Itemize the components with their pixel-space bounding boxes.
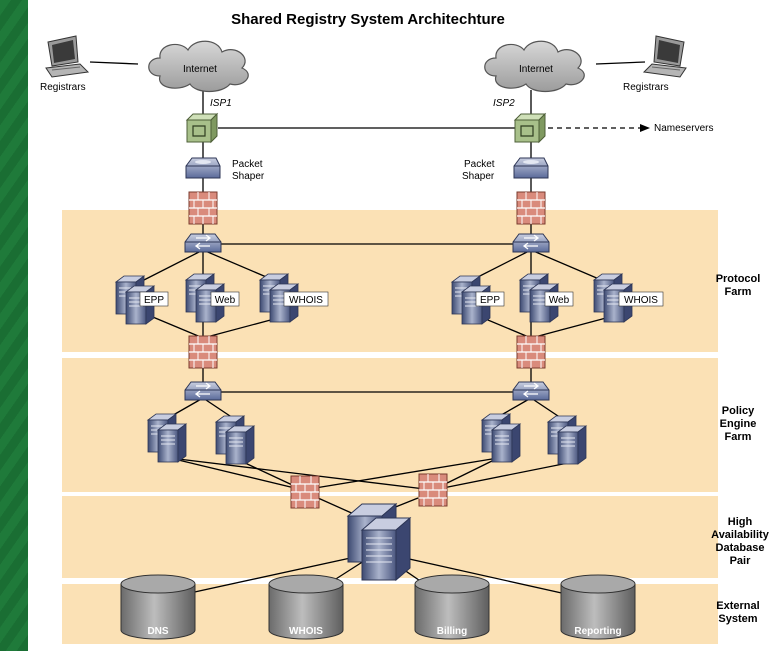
tier-database-label-1: High <box>728 516 753 528</box>
architecture-diagram: Shared Registry System Architechture <box>40 11 770 644</box>
reporting-label: Reporting <box>574 626 621 637</box>
left-shaper-label-2: Shaper <box>232 171 265 182</box>
left-shaper-label-1: Packet <box>232 159 263 170</box>
right-middle-firewall-icon <box>516 335 546 369</box>
tier-external-label-2: System <box>718 613 757 625</box>
right-top-firewall-icon <box>516 191 546 225</box>
whois-db-label: WHOIS <box>289 626 323 637</box>
right-policy-switch-icon <box>512 381 550 401</box>
arrow-head-icon <box>640 124 650 132</box>
tier-protocol-label-1: Protocol <box>716 273 761 285</box>
nameservers-label: Nameservers <box>654 123 713 134</box>
right-router-icon <box>514 113 546 143</box>
left-whois-tag <box>283 291 329 307</box>
isp1-label: ISP1 <box>210 98 232 109</box>
tier-external-label-1: External <box>716 600 759 612</box>
left-whois-label: WHOIS <box>289 295 323 306</box>
tier-protocol-label-2: Farm <box>725 286 752 298</box>
right-epp-label: EPP <box>480 295 500 306</box>
tier-policy-label-1: Policy <box>722 405 755 417</box>
right-protocol-switch-icon <box>512 233 550 253</box>
isp2-label: ISP2 <box>493 98 515 109</box>
slide: Shared Registry System Architechture <box>28 0 775 651</box>
left-web-label: Web <box>215 295 236 306</box>
right-epp-tag <box>475 291 505 307</box>
left-policy-switch-icon <box>184 381 222 401</box>
right-packet-shaper-icon <box>513 157 549 179</box>
dns-label: DNS <box>147 626 168 637</box>
billing-label: Billing <box>437 626 468 637</box>
right-web-label: Web <box>549 295 570 306</box>
left-top-firewall-icon <box>188 191 218 225</box>
tier-database-label-2: Availability <box>711 529 770 541</box>
right-db-firewall-icon <box>418 473 448 507</box>
tier-policy-label-2: Engine <box>720 418 757 430</box>
left-registrars-label: Registrars <box>40 82 86 93</box>
left-protocol-switch-icon <box>184 233 222 253</box>
right-whois-label: WHOIS <box>624 295 658 306</box>
left-db-firewall-icon <box>290 475 320 509</box>
right-laptop-icon <box>643 35 687 78</box>
right-web-tag <box>544 291 574 307</box>
diagram-title: Shared Registry System Architechture <box>231 11 505 28</box>
left-laptop-icon <box>45 35 89 78</box>
right-registrars-label: Registrars <box>623 82 669 93</box>
database-server-pair-icon <box>346 502 412 582</box>
right-internet-label: Internet <box>519 64 553 75</box>
tier-database-label-4: Pair <box>730 555 752 567</box>
left-web-tag <box>210 291 240 307</box>
left-epp-label: EPP <box>144 295 164 306</box>
left-packet-shaper-icon <box>185 157 221 179</box>
left-router-icon <box>186 113 218 143</box>
right-shaper-label-2: Shaper <box>462 171 495 182</box>
tier-policy-label-3: Farm <box>725 431 752 443</box>
left-middle-firewall-icon <box>188 335 218 369</box>
left-epp-tag <box>139 291 169 307</box>
left-internet-label: Internet <box>183 64 217 75</box>
right-shaper-label-1: Packet <box>464 159 495 170</box>
right-whois-tag <box>618 291 664 307</box>
tier-database-label-3: Database <box>716 542 765 554</box>
